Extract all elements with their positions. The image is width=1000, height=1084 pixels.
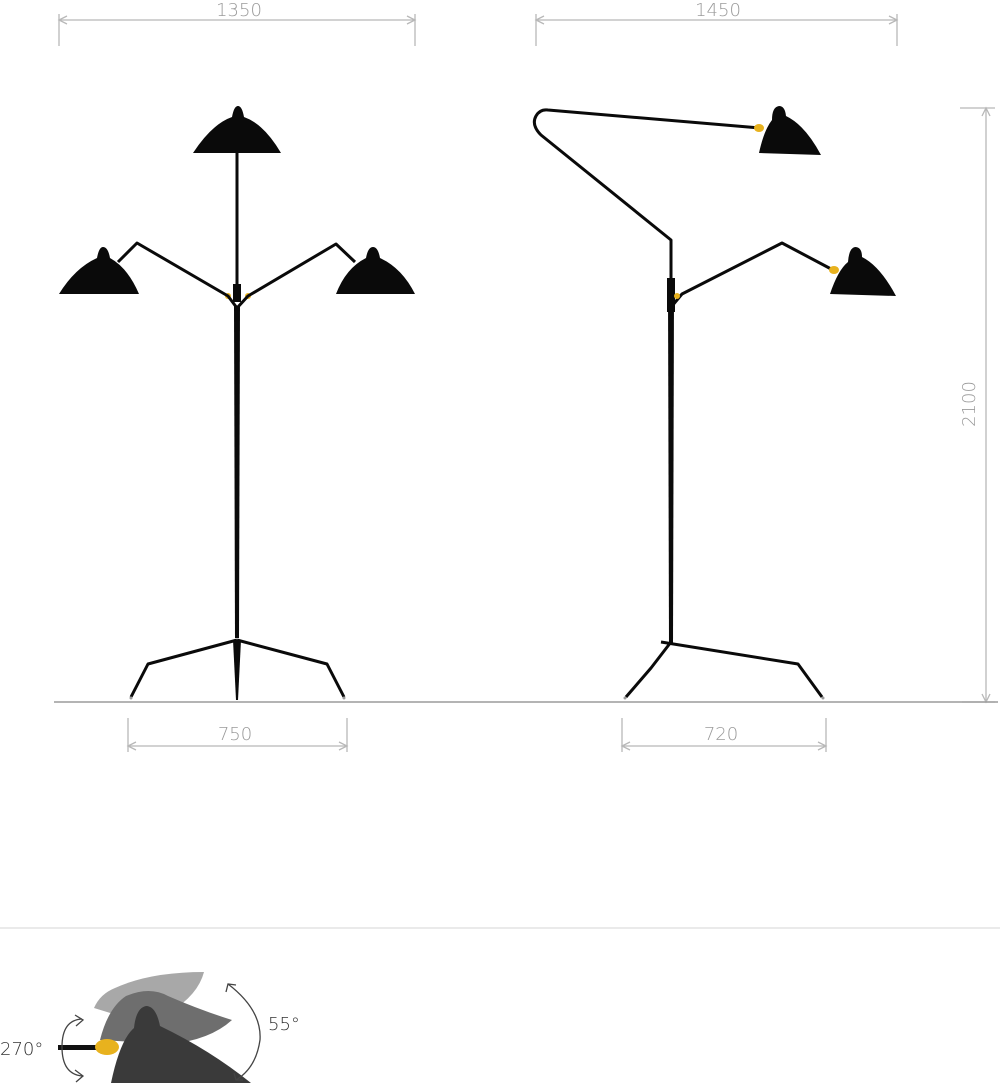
- left-floor-lamp: [59, 106, 415, 700]
- right-lamp-lower-shade: [830, 247, 896, 296]
- right-floor-lamp: [532, 106, 896, 700]
- left-lamp-arms: [116, 241, 357, 310]
- swivel-angle-label: 270°: [0, 1039, 43, 1060]
- tilt-angle-label: 55°: [268, 1014, 300, 1035]
- dimension-labels: 1350 1450 750 720 2100: [216, 0, 980, 745]
- dim-left-top-line: [57, 14, 417, 46]
- shade-main: [111, 1006, 251, 1083]
- dimension-lines: [57, 14, 995, 752]
- dim-left-base-label: 750: [218, 724, 252, 745]
- tilt-arrow-icon: [225, 983, 261, 1081]
- left-lamp-left-shade: [59, 247, 139, 294]
- left-lamp-tripod: [129, 638, 346, 698]
- brass-knob: [95, 1039, 119, 1055]
- dim-height-label: 2100: [959, 381, 980, 427]
- right-lamp-tripod: [624, 640, 824, 698]
- right-lamp-upper-shade: [759, 106, 821, 155]
- right-lamp-lower-arm: [670, 241, 834, 307]
- dim-right-base-label: 720: [704, 724, 738, 745]
- right-lamp-upper-arm: [532, 108, 762, 294]
- dim-right-base-line: [620, 718, 828, 752]
- left-lamp-right-shade: [336, 247, 415, 294]
- dim-left-base-line: [126, 718, 349, 752]
- left-lamp-pole: [234, 306, 240, 638]
- left-lamp-top-shade: [193, 106, 281, 153]
- swivel-arrow-icon: [61, 1014, 85, 1083]
- dim-right-top-line: [534, 14, 899, 46]
- stem-rod: [58, 1045, 102, 1050]
- right-lamp-pole: [668, 292, 674, 645]
- rotation-detail: 270° 55°: [0, 972, 300, 1083]
- dim-left-top-label: 1350: [216, 0, 262, 21]
- dim-right-top-label: 1450: [695, 0, 741, 21]
